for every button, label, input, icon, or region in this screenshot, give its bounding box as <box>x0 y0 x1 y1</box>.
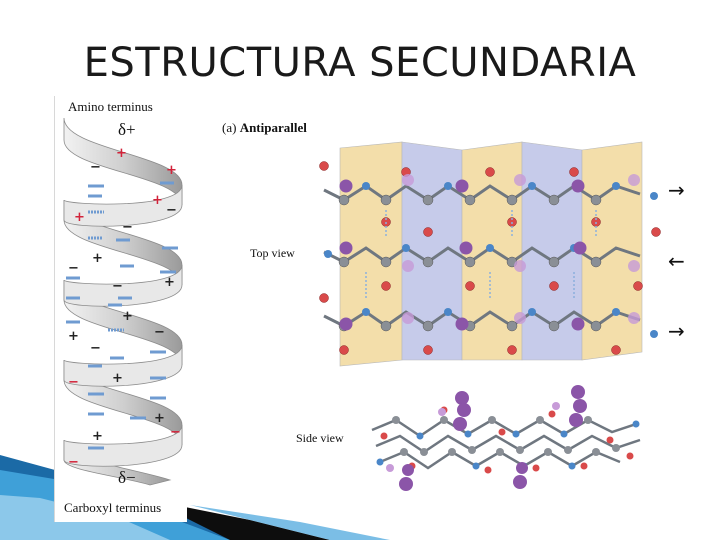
svg-text:+: + <box>116 146 127 161</box>
panel-title: Antiparallel <box>239 120 307 135</box>
side-chain-groups-faded <box>402 174 640 324</box>
svg-text:+: + <box>68 329 79 344</box>
strand-direction-right-icon: → <box>668 319 685 343</box>
svg-text:−: − <box>154 325 165 340</box>
svg-text:−: − <box>90 341 101 356</box>
nitrogen-atoms <box>324 182 658 338</box>
svg-text:−: − <box>68 455 79 470</box>
svg-text:+: + <box>92 251 103 266</box>
svg-text:+: + <box>122 309 133 324</box>
svg-text:+: + <box>164 275 175 290</box>
svg-text:+: + <box>154 411 165 426</box>
helix-ribbon <box>63 117 183 486</box>
svg-text:−: − <box>68 261 79 276</box>
side-view-nitrogens <box>376 420 640 470</box>
strand-direction-left-icon: ← <box>668 249 685 273</box>
delta-plus-label: δ+ <box>118 120 136 139</box>
svg-text:+: + <box>152 193 163 208</box>
antiparallel-panel-label: (a) Antiparallel <box>222 120 307 136</box>
side-chain-groups <box>339 179 587 331</box>
side-view-label: Side view <box>296 431 344 445</box>
strand-direction-right-icon: → <box>668 178 685 202</box>
svg-text:−: − <box>90 160 101 175</box>
svg-text:+: + <box>92 429 103 444</box>
side-view-oxygens <box>380 406 634 474</box>
side-view-backbones <box>371 418 641 470</box>
side-view-side-chains <box>386 385 587 491</box>
svg-text:−: − <box>112 279 123 294</box>
svg-text:+: + <box>166 163 177 178</box>
carboxyl-terminus-label: Carboxyl terminus <box>64 500 162 515</box>
svg-text:−: − <box>122 220 133 235</box>
panel-prefix: (a) <box>222 120 240 135</box>
slide-title: ESTRUCTURA SECUNDARIA <box>83 40 637 86</box>
side-view-carbons <box>392 416 620 456</box>
svg-text:−: − <box>68 375 79 390</box>
svg-text:+: + <box>112 371 123 386</box>
svg-text:+: + <box>74 210 85 225</box>
strand-backbones <box>323 184 641 328</box>
oxygen-atoms <box>319 161 661 355</box>
svg-text:−: − <box>170 425 181 440</box>
helix-hydrogen-bonds <box>66 181 178 450</box>
delta-minus-label: δ− <box>118 468 136 487</box>
hydrogen-bond-dashes <box>365 210 597 300</box>
svg-text:−: − <box>166 203 177 218</box>
helix-charges: + + − + − + − + − − + + + − − − + + + − … <box>68 146 181 470</box>
top-view-label: Top view <box>250 246 295 260</box>
amino-terminus-label: Amino terminus <box>68 99 153 114</box>
